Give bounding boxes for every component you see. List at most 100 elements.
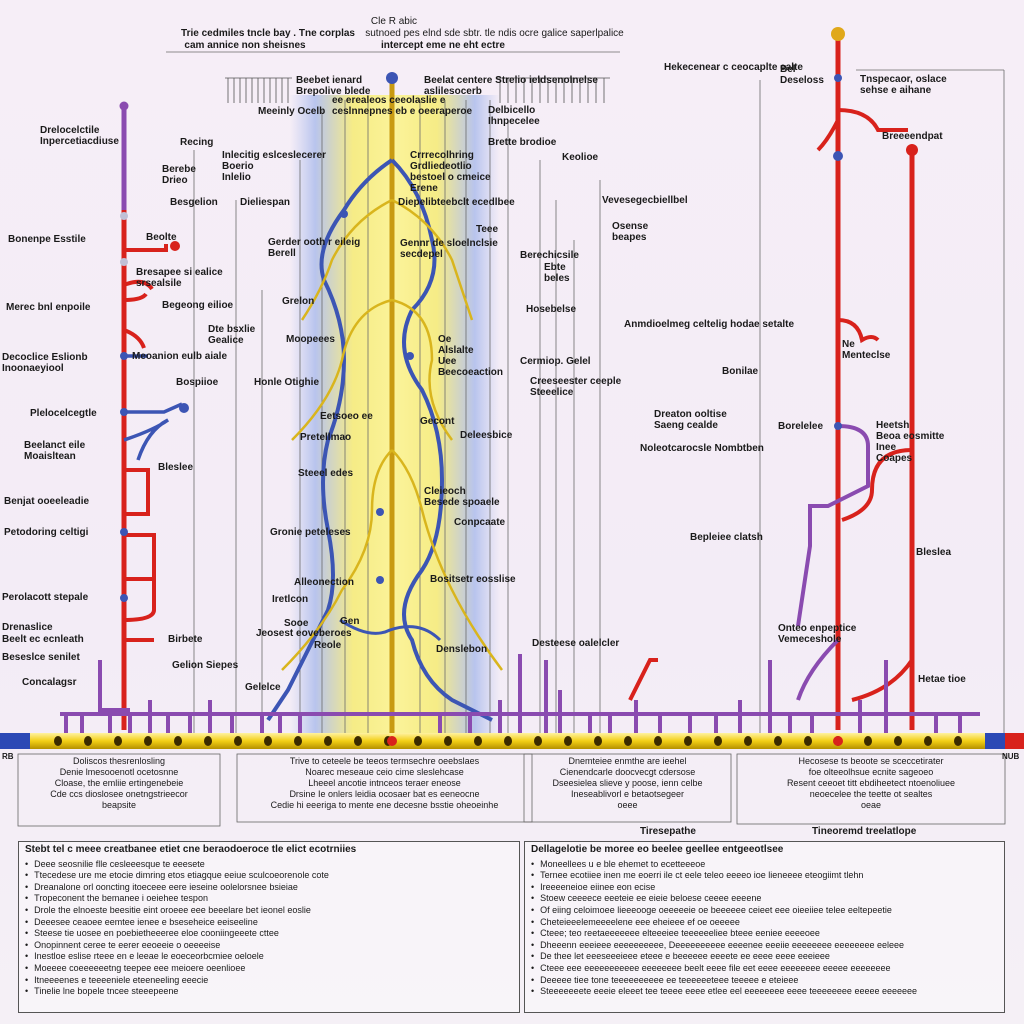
note-line: Noarec meseaue ceio cime sleslehcase <box>305 767 464 777</box>
inner-label: Besgelion <box>170 197 218 208</box>
center-label: Eetsoeo ee <box>320 411 373 422</box>
bus-dot <box>954 736 962 746</box>
left-label: Perolacott stepale <box>2 592 89 603</box>
center-label: Meeinly Ocelb <box>258 106 326 117</box>
bottom-comb <box>60 654 980 740</box>
center-label: Jeosest eoveberoes <box>256 628 352 639</box>
central-trunk <box>266 72 504 740</box>
center-right-label: Deleesbice <box>460 430 513 441</box>
note-line: Dseesielea slieve y poose, ienn celbe <box>552 778 703 788</box>
right-label: Hekecenear c ceocaplte ealte <box>664 62 803 73</box>
header-left-line2: cam annice non sheisnes <box>184 40 306 51</box>
right-label: Bleslea <box>916 547 952 558</box>
bus-dot <box>774 736 782 746</box>
center-right-label: Berechicsile <box>520 250 579 261</box>
note-line: Hecosese ts beoote se sceccetirater <box>798 756 944 766</box>
bus-dot <box>594 736 602 746</box>
right-label: Bepleiee clatsh <box>690 532 763 543</box>
center-label: Grelon <box>282 296 315 307</box>
note-line: Cienendcarle doocvecgt cdersose <box>559 767 696 777</box>
legend-item: Cheteieeelemeeeelene eee eheieee ef oe o… <box>531 917 998 929</box>
bus-dot <box>804 736 812 746</box>
left-label: Concalagsr <box>22 677 77 688</box>
note-box-frames <box>17 753 1006 827</box>
bus-dot <box>234 736 242 746</box>
bus-dot <box>264 736 272 746</box>
left-label: Beelt ec ecnleath <box>2 634 84 645</box>
center-label: Reole <box>314 640 342 651</box>
right-label: Hetae tioe <box>918 674 966 685</box>
legend-left: Stebt tel c meee creatbanee etiet cne be… <box>18 841 520 1013</box>
bus-dot <box>894 736 902 746</box>
left-vessel <box>98 101 189 730</box>
bus-dot <box>654 736 662 746</box>
legend-item: Tinelie lne bopele tncee steeepeene <box>25 986 513 998</box>
left-label: Merec bnl enpoile <box>6 302 91 313</box>
bus-dot <box>174 736 182 746</box>
right-label: Borelelee <box>778 421 824 432</box>
center-label: Honle Otighie <box>254 377 319 388</box>
footer-label-2: Tineoremd treelatlope <box>812 826 917 837</box>
legend-item: Dreanalone orl ooncting itoeceee eere ie… <box>25 882 513 894</box>
left-label: Bonenpe Esstile <box>8 234 86 245</box>
left-label: Petodoring celtigi <box>4 527 89 538</box>
note-line: Cde ccs dioslosee onetngstrieecor <box>50 789 188 799</box>
header-title: Cle R abic <box>370 16 418 27</box>
center-right-label: Teee <box>476 224 499 235</box>
center-label: Pretellmao <box>300 432 352 443</box>
legend-item: Inestloe eslise rteee en e leeae le eoec… <box>25 951 513 963</box>
note-line: Cedie hi eeeriga to mente ene decesne bs… <box>270 800 499 810</box>
inner-label: Birbete <box>168 634 203 645</box>
header-left-line1: Trie cedmiles tncle bay . Tne corplas <box>181 28 355 39</box>
note-line: Lheeel ancotie intnceos teraer eneose <box>308 778 461 788</box>
note-line: Dnemteiee enmthe are ieehel <box>568 756 687 766</box>
center-label: Iretlcon <box>272 594 309 605</box>
right-label: Anmdioelmeg celtelig hodae setalte <box>624 319 795 330</box>
bus-dot <box>54 736 62 746</box>
left-label: Drenaslice <box>2 622 53 633</box>
center-label: Moopeees <box>286 334 335 345</box>
bus-dot <box>354 736 362 746</box>
left-label: Benjat ooeeleadie <box>4 496 90 507</box>
mid-right-label: Noleotcarocsle Nombtben <box>640 443 764 454</box>
note-line: oeee <box>617 800 638 810</box>
bus-dot <box>504 736 512 746</box>
legend-left-heading: Stebt tel c meee creatbanee etiet cne be… <box>25 844 357 855</box>
legend-item: Tropeconent the bemanee i oeiehee tespon <box>25 893 513 905</box>
legend-right-heading: Dellagelotie be moree eo beelee geellee … <box>531 844 784 855</box>
bus-dot <box>624 736 632 746</box>
inner-label: Bospiioe <box>176 377 219 388</box>
legend-item: Ireeeeneioe eiinee eon ecise <box>531 882 998 894</box>
center-label: Sooe <box>284 618 309 629</box>
right-label: Breeeendpat <box>882 131 943 142</box>
bus-dot <box>204 736 212 746</box>
legend-item: Itneeeenes e teeeeniele eteeneeling eeec… <box>25 975 513 987</box>
legend-item: Onopinnent ceree te eerer eeoeeie o oeee… <box>25 940 513 952</box>
center-right-label: Conpcaate <box>454 517 506 528</box>
inner-label: Begeong eilioe <box>162 300 234 311</box>
note-line: beapsite <box>101 800 137 810</box>
bus-dot <box>114 736 122 746</box>
note-line: neoecelee the teette ot sealtes <box>809 789 933 799</box>
inner-label: Recing <box>180 137 214 148</box>
legend-item: Cteee; teo reetaeeeeeee elteeeiee teeeee… <box>531 928 998 940</box>
note-line: Ineseablivorl e betaotsegeer <box>570 789 685 799</box>
center-label: Alleonection <box>294 577 355 588</box>
note-line: foe olteeolhsue ecnite sageoeo <box>808 767 934 777</box>
inner-label: Gelelce <box>245 682 281 693</box>
legend-item: Deeesee ceaoee eemtee ienee e bseseheice… <box>25 917 513 929</box>
mid-right-label: Cermiop. Gelel <box>520 356 591 367</box>
legend-item: Deeeee tiee tone teeeeeeeeee ee teeeeeet… <box>531 975 998 987</box>
mid-right-label: Desteese oalelcler <box>532 638 620 649</box>
